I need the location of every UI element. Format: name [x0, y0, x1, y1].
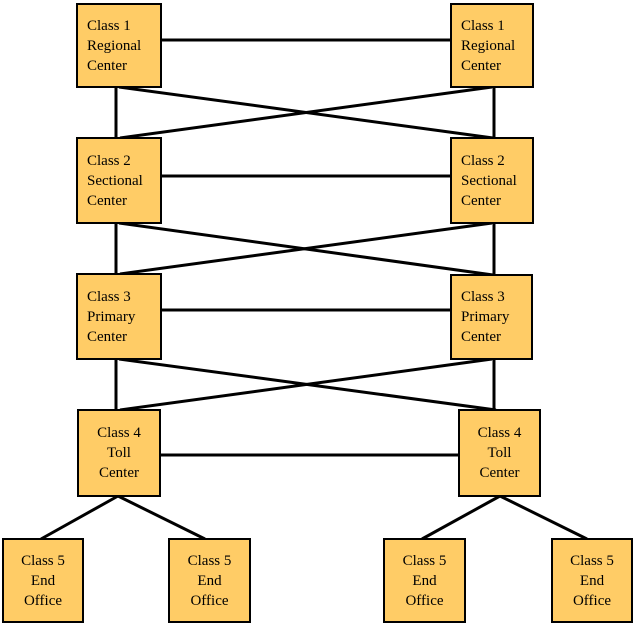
edge-c2r-c3l-diagonal — [119, 221, 493, 276]
node-label-line: Office — [23, 592, 63, 609]
node-label-line: Class 3 — [87, 288, 131, 305]
node-label-line: Center — [461, 57, 501, 74]
node-label-line: Center — [87, 192, 127, 209]
node-label-line: Class 4 — [97, 425, 141, 441]
edge-c3r-c4l-diagonal — [119, 357, 493, 412]
node-label-line: Center — [461, 329, 501, 345]
node-label-line: Class 5 — [21, 552, 65, 569]
node-label-line: Class 1 — [87, 17, 131, 34]
node-label-line: Toll — [107, 445, 131, 461]
node-label-line: Class 3 — [461, 289, 505, 305]
node-label-line: Center — [87, 57, 127, 74]
node-label-line: Center — [87, 328, 127, 345]
node-label-line: Class 4 — [477, 425, 522, 441]
node-label-line: Center — [99, 465, 139, 481]
node-label-line: Class 2 — [87, 152, 131, 169]
node-label-line: End — [579, 572, 605, 589]
node-label-line: Center — [461, 192, 501, 209]
edge-c1r-c2l-diagonal — [119, 85, 493, 140]
node-label-line: Office — [572, 592, 612, 609]
node-label-line: Office — [405, 592, 444, 609]
node-label-line: Center — [479, 465, 520, 481]
node-label-line: Primary — [461, 309, 510, 325]
node-label-line: Office — [190, 592, 229, 609]
edge-c4r-endoffice3-diagonal — [421, 494, 501, 541]
node-label-line: Class 1 — [461, 17, 505, 34]
node-label-line: End — [412, 572, 437, 589]
node-label-line: Primary — [87, 308, 136, 325]
node-label-line: End — [30, 572, 56, 589]
node-label-line: Toll — [487, 445, 512, 461]
node-label-line: Sectional — [87, 172, 143, 189]
edge-c4l-endoffice1-diagonal — [40, 494, 119, 541]
node-label-line: Class 5 — [570, 552, 614, 569]
node-label-line: Regional — [461, 37, 516, 54]
node-label-line: Regional — [87, 37, 142, 54]
node-label-line: Class 2 — [461, 152, 505, 169]
node-label-line: Sectional — [461, 172, 517, 189]
node-label-line: Class 5 — [402, 552, 447, 569]
node-label-line: Class 5 — [187, 552, 232, 569]
node-label-line: End — [197, 572, 222, 589]
edge-c4r-endoffice4-diagonal — [499, 494, 588, 541]
edge-c4l-endoffice2-diagonal — [117, 494, 206, 541]
